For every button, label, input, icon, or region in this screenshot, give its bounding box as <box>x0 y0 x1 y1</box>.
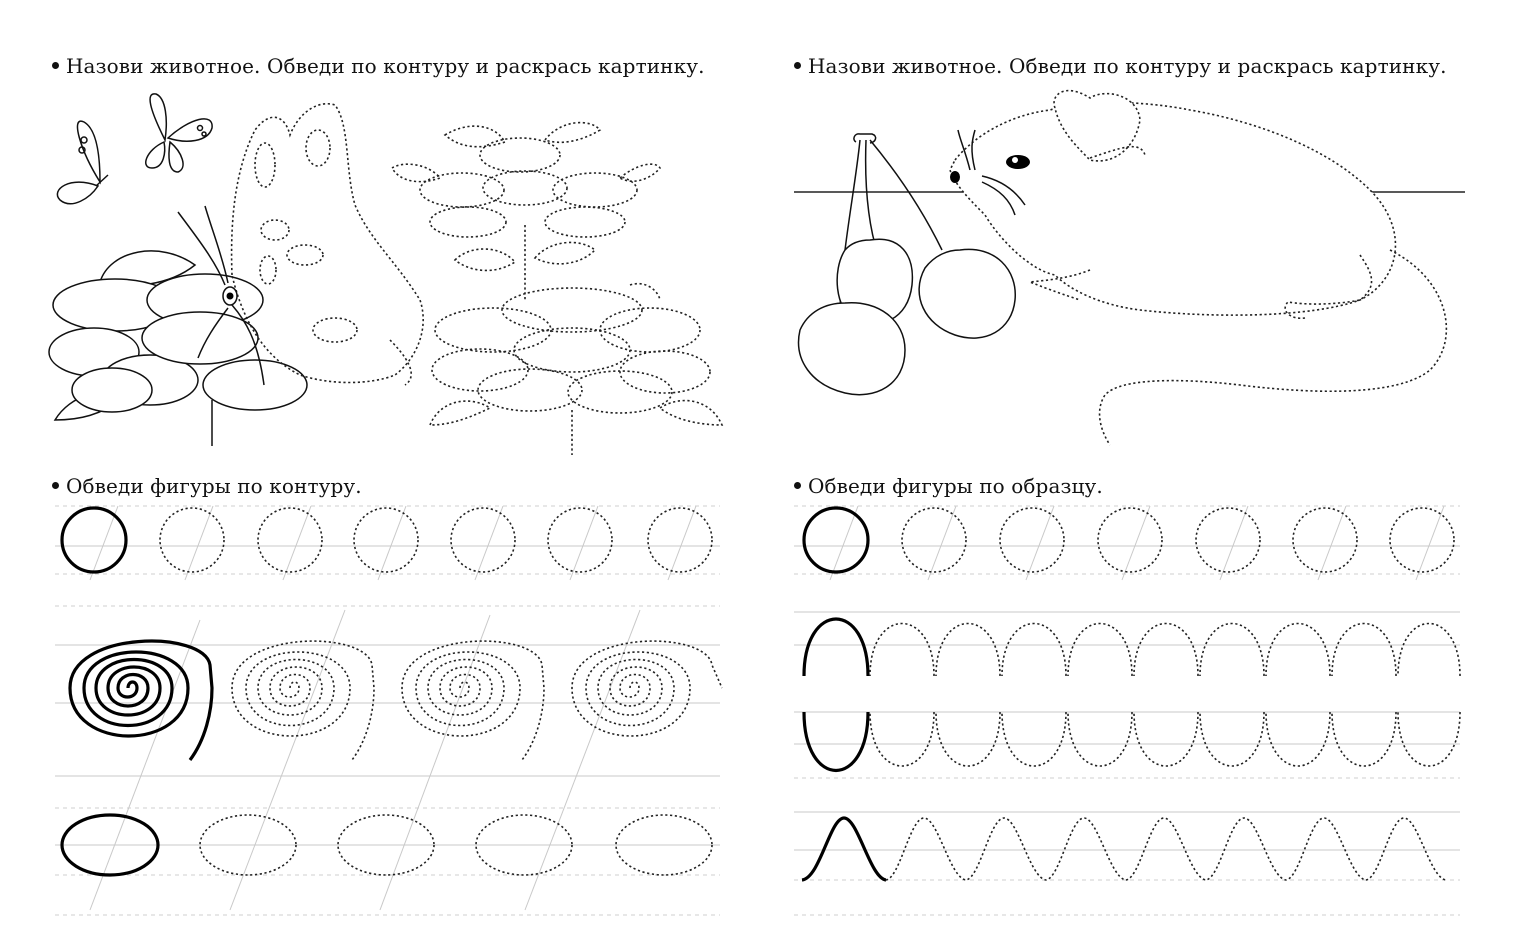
right-page-artwork <box>794 89 1465 916</box>
small-butterfly-icon <box>56 120 109 205</box>
cherry-icon <box>797 133 1016 396</box>
wave-row <box>801 816 1447 882</box>
bullet-icon <box>794 482 801 489</box>
ovals-row <box>60 813 713 877</box>
bullet-icon <box>52 62 59 69</box>
tall-ovals-bottom-row <box>802 711 1461 772</box>
circles-row-right <box>802 506 1455 574</box>
tall-ovals-top-row <box>802 617 1461 677</box>
tracing-guides-left <box>55 505 720 916</box>
right-page: Назови животное. Обведи по контуру и рас… <box>760 0 1520 943</box>
instruction-trace-color-right: Назови животное. Обведи по контуру и рас… <box>794 54 1447 78</box>
butterfly-icon <box>177 103 424 386</box>
bullet-icon <box>794 62 801 69</box>
spirals-row <box>68 639 723 761</box>
mouse-icon <box>949 89 1448 446</box>
left-flower <box>48 250 308 446</box>
left-page-artwork <box>48 93 724 916</box>
circles-row <box>60 506 713 574</box>
flower-icon <box>390 121 724 455</box>
instruction-trace-color-left: Назови животное. Обведи по контуру и рас… <box>52 54 705 78</box>
mouse-eye <box>1006 155 1030 169</box>
tracing-guides-right <box>794 505 1460 916</box>
left-page: Назови животное. Обведи по контуру и рас… <box>48 54 724 916</box>
instruction-trace-shapes-left: Обведи фигуры по контуру. <box>52 474 362 498</box>
small-butterfly-icon <box>145 93 213 173</box>
instruction-trace-shapes-right: Обведи фигуры по образцу. <box>794 474 1103 498</box>
bullet-icon <box>52 482 59 489</box>
